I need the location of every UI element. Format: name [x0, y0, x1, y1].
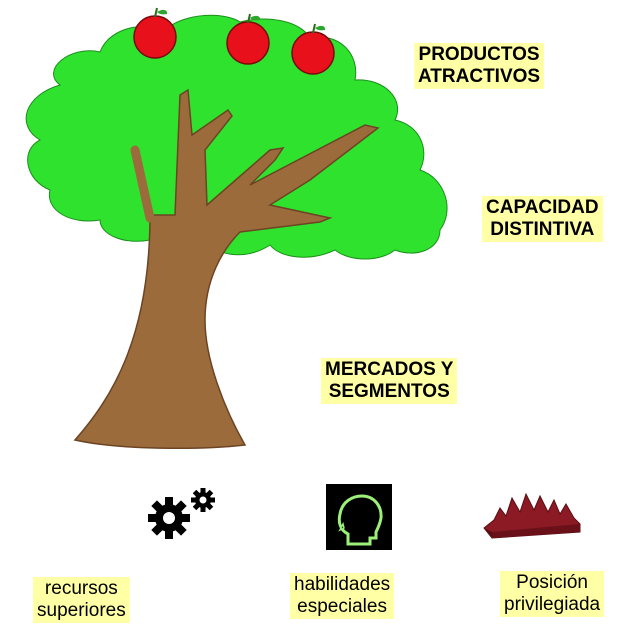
label-habilidades-especiales: habilidades especiales [290, 573, 395, 619]
tree-trunk [73, 88, 380, 450]
gears-icon [148, 488, 215, 539]
label-line: CAPACIDAD [486, 197, 599, 218]
apple [291, 23, 335, 75]
label-line: PRODUCTOS [418, 44, 540, 65]
label-line: superiores [37, 600, 126, 621]
apple [226, 13, 270, 65]
label-line: privilegiada [504, 594, 601, 615]
label-line: habilidades [294, 574, 391, 595]
label-productos-atractivos: PRODUCTOS ATRACTIVOS [414, 43, 545, 89]
label-line: Posición [516, 572, 588, 593]
label-line: SEGMENTOS [328, 381, 450, 402]
apple [133, 7, 177, 59]
label-line: DISTINTIVA [490, 219, 595, 240]
label-line: ATRACTIVOS [418, 66, 541, 87]
label-posicion-privilegiada: Posición privilegiada [500, 571, 605, 617]
jagged-mountain-icon [483, 492, 581, 539]
tree-foliage [25, 14, 448, 260]
label-capacidad-distintiva: CAPACIDAD DISTINTIVA [482, 196, 603, 242]
label-recursos-superiores: recursos superiores [33, 577, 130, 623]
tree-branch-left [130, 145, 155, 223]
label-line: recursos [44, 578, 118, 599]
head-silhouette-icon [326, 484, 392, 550]
label-line: MERCADOS Y [325, 359, 454, 380]
label-line: especiales [297, 596, 387, 617]
label-mercados-segmentos: MERCADOS Y SEGMENTOS [321, 358, 458, 404]
